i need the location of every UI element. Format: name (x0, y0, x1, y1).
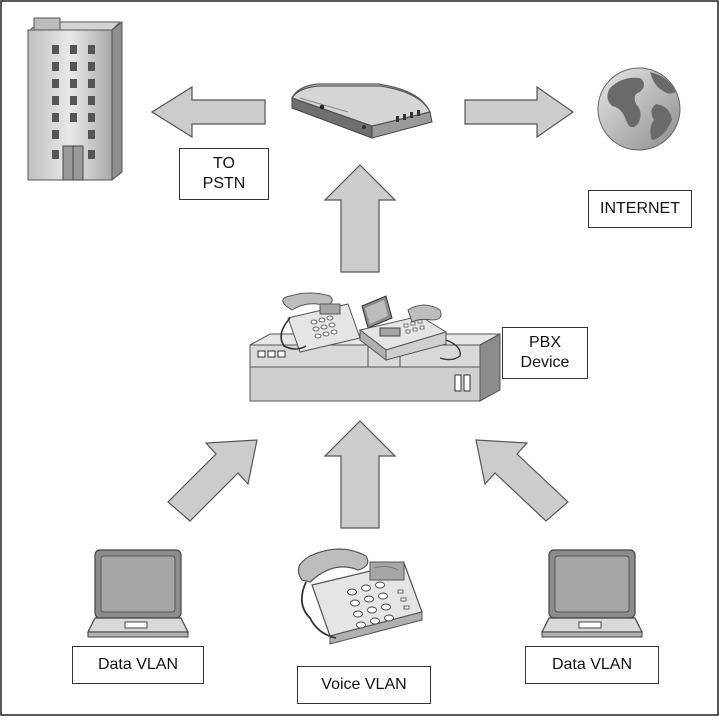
data-vlan-left-label: Data VLAN (72, 646, 204, 684)
desk-phone-icon (297, 548, 423, 645)
internet-label: INTERNET (588, 190, 692, 228)
data-vlan-right-text: Data VLAN (551, 656, 633, 673)
arrow-to-pstn (150, 85, 266, 139)
voice-vlan-text: Voice VLAN (321, 676, 407, 693)
arrow-to-internet (464, 85, 575, 139)
arrow-voice-to-pbx (323, 420, 397, 529)
laptop-icon-right (541, 549, 643, 638)
globe-icon (597, 67, 681, 151)
pbx-device-label: PBX Device (502, 327, 588, 379)
pbx-device-icon (249, 292, 501, 402)
arrow-pbx-to-router (323, 164, 397, 273)
office-building-icon (27, 17, 123, 182)
pbx-label-line1: PBX (528, 334, 561, 351)
router-icon (291, 83, 433, 139)
pstn-label-line1: TO (213, 155, 235, 172)
internet-label-text: INTERNET (600, 200, 680, 217)
laptop-icon-left (87, 549, 189, 638)
pbx-label-line2: Device (520, 354, 570, 371)
pstn-label-line2: PSTN (202, 175, 246, 192)
pstn-label: TO PSTN (179, 148, 269, 200)
data-vlan-right-label: Data VLAN (525, 646, 659, 684)
arrow-left-data-to-pbx (167, 439, 258, 522)
arrow-right-data-to-pbx (475, 439, 569, 522)
data-vlan-left-text: Data VLAN (97, 656, 179, 673)
voice-vlan-label: Voice VLAN (297, 666, 431, 704)
